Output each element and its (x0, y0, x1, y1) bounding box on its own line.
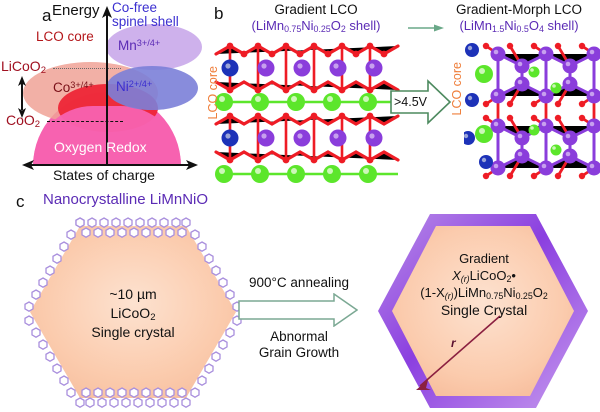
right-hexagon-crystal (378, 214, 588, 408)
panel-a-letter: a (42, 6, 52, 25)
left-hex-mat-sub: 2 (150, 312, 156, 324)
rh-dot: • (511, 268, 516, 283)
licoo2-label: LiCoO2 (1, 58, 46, 76)
ni-band-label-text: Ni (116, 79, 129, 95)
gradient-lco-crystal-structure (214, 42, 400, 183)
gradient-morph-lco-title: Gradient-Morph LCO (455, 2, 583, 17)
rh-licoo2sub: 2 (506, 273, 512, 284)
mn-band-label: Mn3+/4+ (118, 38, 160, 53)
right-hexagon-formula-line1: X(r)LiCoO2• (398, 268, 570, 287)
gradient-morph-lco-formula: (LiMn1.5Ni0.5O4 shell) (440, 18, 598, 37)
transition-arrow (390, 79, 452, 125)
transition-arrow-label: >4.5V (394, 95, 428, 109)
process-arrow-label-below-1: Abnormal (270, 329, 328, 344)
coo2-label-sub: 2 (34, 119, 41, 131)
coo2-label-text: CoO (6, 112, 35, 128)
coo2-level-line (47, 121, 123, 122)
glco-f2: Ni (301, 18, 314, 33)
lco-core-label-right: LCO core (450, 62, 464, 116)
rh-l3c: Ni (503, 285, 516, 300)
gmlco-f4: shell) (543, 18, 579, 33)
radius-label: r (451, 336, 456, 350)
glco-f4: shell) (345, 18, 381, 33)
energy-axis (106, 14, 108, 166)
licoo2-level-line (53, 68, 121, 69)
process-arrow-label-above: 900°C annealing (249, 275, 349, 290)
mn-band-label-sup: 3+/4+ (136, 38, 161, 48)
left-hexagon-crystal-type: Single crystal (91, 324, 175, 340)
voltage-window-arrow-up (18, 76, 26, 86)
x-axis-arrowhead-left (22, 160, 34, 170)
left-hexagon-material: LiCoO2 (78, 305, 188, 326)
left-hexagon-size: ~10 µm (109, 286, 157, 302)
ni-band-label-sup: 2+/4+ (128, 79, 153, 89)
gmlco-s2: 0.5 (516, 23, 529, 34)
co-band-label: Co3+/4+ (53, 80, 94, 95)
shell-label-line1: Co-free (112, 0, 158, 15)
rh-licoo2: LiCoO (469, 268, 507, 283)
panel-b: b Gradient LCO (LiMn0.75Ni0.25O2 shell) … (206, 0, 600, 186)
rh-x1sub: (r) (460, 273, 470, 284)
process-arrow (238, 293, 358, 327)
heading-arrow-icon (408, 24, 444, 32)
gmlco-f2: Ni (504, 18, 517, 33)
energy-axis-arrowhead (102, 6, 112, 18)
gmlco-s1: 1.5 (491, 23, 505, 34)
mn-band (106, 24, 202, 70)
rh-l3b: )LiMn (453, 285, 487, 300)
glco-f3: O (330, 18, 341, 33)
gmlco-f1: (LiMn (459, 18, 492, 33)
left-hexagon-crystal (24, 217, 242, 408)
gradient-morph-lco-crystal-structure (464, 42, 600, 180)
ni-band (106, 66, 198, 110)
glco-s1: 0.75 (284, 23, 302, 34)
voltage-window-arrow-shaft (21, 82, 23, 110)
ni-band-label: Ni2+/4+ (116, 79, 152, 94)
rh-x1: X (452, 268, 461, 283)
right-hexagon-line1: Gradient (459, 251, 509, 266)
voltage-window-arrow-down (18, 108, 26, 118)
gmlco-s3: 4 (538, 23, 544, 34)
left-hex-mat-text: LiCoO (110, 305, 151, 321)
licoo2-label-sub: 2 (40, 65, 46, 77)
x-axis-arrowhead-right (186, 160, 198, 170)
lco-core-label: LCO core (36, 29, 94, 44)
right-hexagon-crystal-type: Single Crystal (440, 302, 528, 318)
co-band-label-sup: 3+/4+ (70, 80, 94, 90)
gmlco-f3: O (528, 18, 539, 33)
shell-label-line2: spinel shell (112, 13, 179, 29)
panel-a: a Energy Co-free spinel shell LCO core (0, 0, 212, 185)
gradient-lco-title: Gradient LCO (274, 2, 358, 17)
rh-l3a: (1-X (420, 285, 445, 300)
glco-s3: 2 (340, 23, 346, 34)
co-band-label-text: Co (53, 80, 71, 96)
oxygen-redox-label: Oxygen Redox (54, 139, 147, 155)
states-of-charge-axis (30, 164, 190, 166)
energy-axis-label: Energy (52, 2, 100, 19)
states-of-charge-label: States of charge (53, 167, 155, 183)
panel-c-title: Nanocrystalline LiMnNiO (43, 191, 209, 208)
coo2-label: CoO2 (6, 112, 40, 130)
panel-c-letter: c (16, 192, 25, 211)
licoo2-label-text: LiCoO (1, 58, 41, 74)
mn-band-label-text: Mn (118, 38, 137, 54)
process-arrow-label-below-2: Grain Growth (258, 345, 340, 360)
right-hexagon-formula-line2: (1-X(r))LiMn0.75Ni0.25O2 (378, 285, 590, 304)
rh-l3sub3: 0.25 (515, 290, 533, 301)
panel-b-letter: b (214, 4, 224, 23)
rh-l3sub4: 2 (542, 290, 548, 301)
lco-core-label-left: LCO core (206, 66, 220, 120)
gradient-lco-formula: (LiMn0.75Ni0.25O2 shell) (220, 18, 412, 37)
rh-l3sub2: 0.75 (486, 290, 504, 301)
glco-f1: (LiMn (251, 18, 285, 33)
panel-c: c Nanocrystalline LiMnNiO (0, 186, 600, 412)
rh-l3d: O (532, 285, 543, 300)
glco-s2: 0.25 (313, 23, 331, 34)
rh-l3sub: (r) (444, 290, 454, 301)
